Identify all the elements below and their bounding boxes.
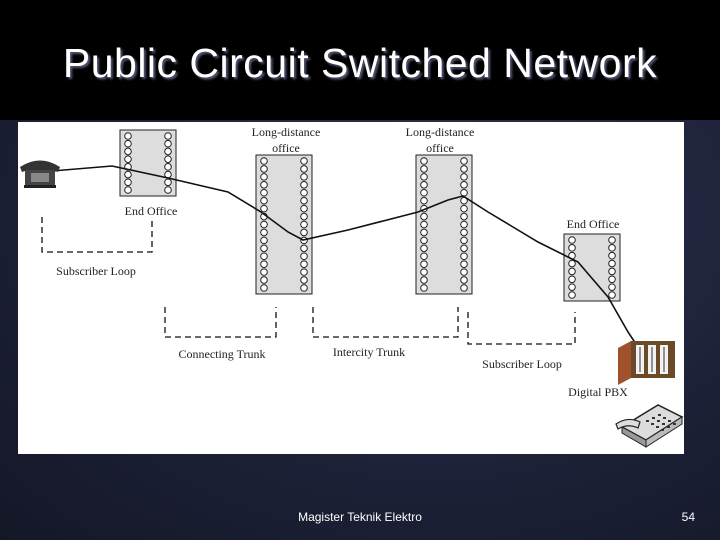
diagram-canvas: Long-distance office Long-distance offic… xyxy=(20,125,684,448)
intercity-trunk-bracket xyxy=(312,307,459,338)
ld-office-2-label-line2: office xyxy=(426,141,454,155)
slide-title: Public Circuit Switched Network xyxy=(62,40,658,86)
subscriber-loop-left-bracket xyxy=(41,217,153,253)
end-office-left-label: End Office xyxy=(125,204,178,218)
connecting-trunk-label: Connecting Trunk xyxy=(178,347,265,361)
network-diagram: Long-distance office Long-distance offic… xyxy=(18,122,684,454)
connecting-trunk-bracket xyxy=(164,307,277,338)
ld-office-2-label-line1: Long-distance xyxy=(406,125,475,139)
subscriber-loop-right-bracket xyxy=(467,312,576,345)
end-office-right-label: End Office xyxy=(567,217,620,231)
ld-office-1-label-line2: office xyxy=(272,141,300,155)
circuit-path xyxy=(39,165,639,348)
telephone-icon xyxy=(20,160,60,188)
end-office-left-switch xyxy=(119,129,177,197)
end-office-right-switch xyxy=(563,233,621,302)
desk-phone-icon xyxy=(615,404,684,448)
subscriber-loop-left-label: Subscriber Loop xyxy=(56,264,136,278)
subscriber-loop-right-label: Subscriber Loop xyxy=(482,357,562,371)
long-distance-office-1-switch xyxy=(255,154,313,295)
page-number: 54 xyxy=(681,510,695,524)
long-distance-office-2-switch xyxy=(415,154,473,295)
footer-text: Magister Teknik Elektro xyxy=(298,510,422,524)
intercity-trunk-label: Intercity Trunk xyxy=(333,345,405,359)
ld-office-1-label-line1: Long-distance xyxy=(252,125,321,139)
pbx-icon xyxy=(618,341,675,385)
digital-pbx-label: Digital PBX xyxy=(568,385,628,399)
title-bar xyxy=(0,0,720,120)
